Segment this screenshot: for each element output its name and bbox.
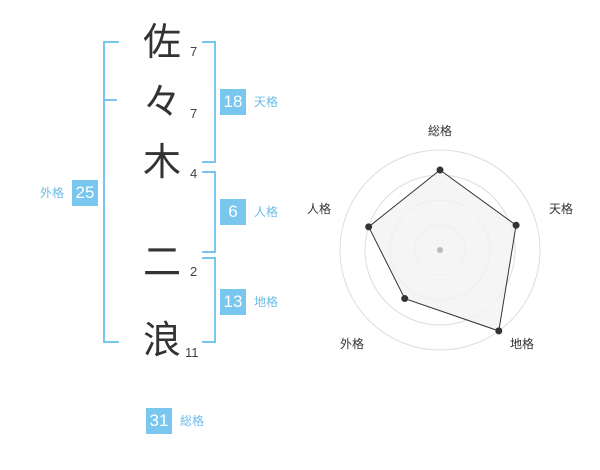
radar-axis-label-soukaku: 総格 bbox=[428, 124, 453, 138]
name-char-4: 二 bbox=[142, 240, 181, 284]
gaikaku-label: 外格 bbox=[40, 186, 65, 200]
stroke-count-4: 2 bbox=[190, 264, 198, 279]
chikaku-label: 地格 bbox=[254, 295, 279, 309]
radar-axis-label-jinkaku: 人格 bbox=[307, 202, 332, 216]
tenkaku-badge: 18 bbox=[220, 89, 246, 115]
tenkaku-label: 天格 bbox=[254, 95, 279, 109]
soukaku-label: 総格 bbox=[180, 414, 205, 428]
radar-point-1 bbox=[436, 166, 444, 174]
jinkaku-bracket bbox=[202, 171, 216, 253]
radar-axis-label-gaikaku: 外格 bbox=[340, 337, 365, 351]
radar-axis-label-chikaku: 地格 bbox=[510, 337, 535, 351]
radar-ring bbox=[339, 149, 541, 351]
stroke-count-1: 7 bbox=[190, 44, 198, 59]
radar-axis-label-tenkaku: 天格 bbox=[549, 202, 574, 216]
radar-point-5 bbox=[365, 223, 373, 231]
jinkaku-label: 人格 bbox=[254, 205, 279, 219]
stroke-count-5: 11 bbox=[185, 345, 199, 360]
name-char-3: 木 bbox=[142, 140, 181, 184]
jinkaku-badge: 6 bbox=[220, 199, 246, 225]
radar-point-2 bbox=[512, 221, 520, 229]
soukaku-badge: 31 bbox=[146, 408, 172, 434]
radar-points bbox=[365, 166, 520, 335]
chikaku-bracket bbox=[202, 257, 216, 343]
radar-chart bbox=[339, 149, 541, 351]
gaikaku-bracket-tick bbox=[105, 99, 117, 101]
tenkaku-bracket bbox=[202, 41, 216, 163]
name-char-5: 浪 bbox=[142, 318, 181, 362]
radar-center-dot bbox=[437, 247, 443, 253]
chikaku-badge: 13 bbox=[220, 289, 246, 315]
name-char-2: 々 bbox=[142, 80, 181, 124]
name-char-1: 佐 bbox=[142, 20, 181, 64]
radar-point-4 bbox=[401, 295, 409, 303]
gaikaku-badge: 25 bbox=[72, 180, 98, 206]
stroke-count-3: 4 bbox=[190, 166, 198, 181]
gaikaku-bracket bbox=[103, 41, 119, 343]
radar-point-3 bbox=[495, 327, 503, 335]
stroke-count-2: 7 bbox=[190, 106, 198, 121]
